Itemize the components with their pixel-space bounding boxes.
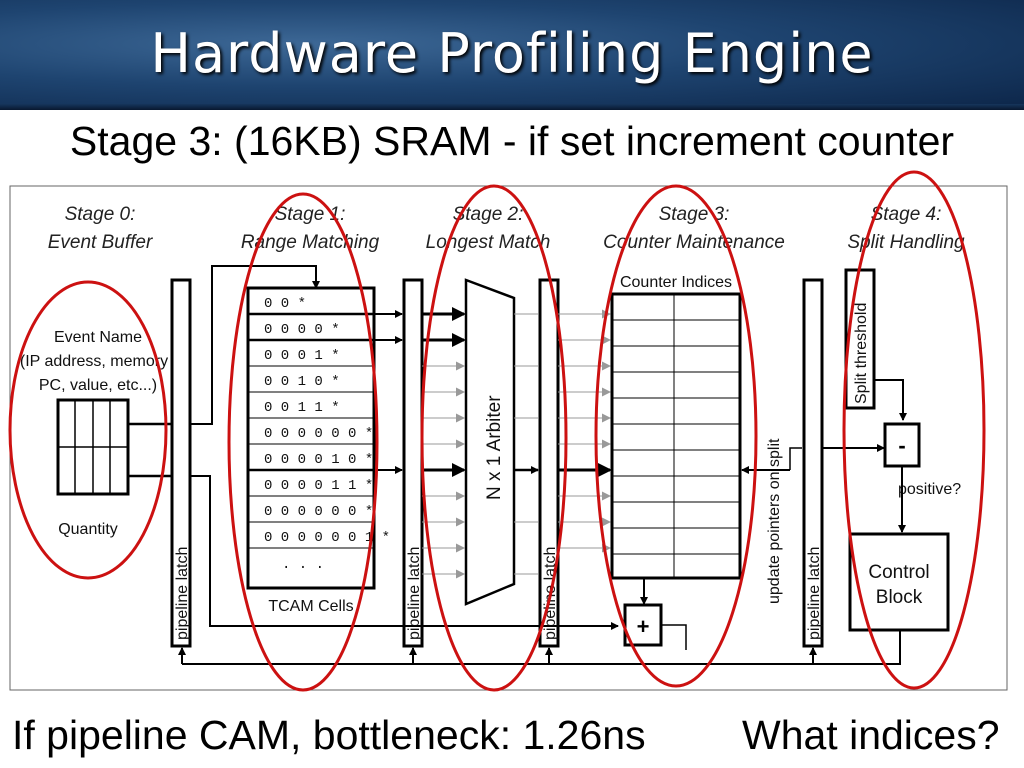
stage-header-4: Stage 4: Split Handling [847,204,965,253]
split-threshold-box: Split threshold [844,268,876,410]
svg-text:0 0 0 0 0 0 *: 0 0 0 0 0 0 * [264,504,373,520]
stage-header-2: Stage 2: Longest Match [426,204,551,253]
positive-label: positive? [898,481,961,498]
highlight-ellipses [8,170,986,692]
svg-text:0 0 0 0 0 0 1 *: 0 0 0 0 0 0 1 * [264,530,390,546]
svg-text:pipeline latch: pipeline latch [406,547,423,640]
pipeline-latch-1: pipeline latch [170,278,192,648]
svg-text:0 0 0 0 1 1 *: 0 0 0 0 1 1 * [264,478,373,494]
svg-text:Stage 4:: Stage 4: [871,204,942,225]
event-name-detail-2: PC, value, etc...) [39,377,157,394]
svg-text:N x 1 Arbiter: N x 1 Arbiter [484,395,505,500]
svg-text:0 0 0 0 1 0 *: 0 0 0 0 1 0 * [264,452,373,468]
svg-text:+: + [637,614,650,639]
stage-header-0: Stage 0: Event Buffer [48,204,153,253]
arbiter-outputs [514,313,538,575]
svg-text:0 0 1 0 *: 0 0 1 0 * [264,374,340,390]
svg-text:-: - [898,433,905,458]
svg-text:0 0 *: 0 0 * [264,296,306,312]
svg-text:Split threshold: Split threshold [853,303,870,404]
event-buffer-table [56,398,130,496]
svg-text:pipeline latch: pipeline latch [174,547,191,640]
slide-subtitle: Stage 3: (16KB) SRAM - if set increment … [69,118,955,164]
title-banner [0,0,1024,110]
svg-text:Stage 0:: Stage 0: [65,204,136,225]
svg-text:Block: Block [876,587,923,608]
svg-text:Stage 3:: Stage 3: [659,204,730,225]
slide-title: Hardware Profiling Engine [150,22,874,85]
highlight-stage-4 [842,170,986,690]
update-pointers-label: update pointers on split [766,438,783,604]
svg-text:Longest Match: Longest Match [426,232,551,253]
event-name-label: Event Name [54,329,142,346]
svg-text:0 0 1 1 *: 0 0 1 1 * [264,400,340,416]
pipeline-latch-2: pipeline latch [402,278,424,648]
svg-text:. . .: . . . [282,557,324,573]
tcam-cells: 0 0 * 0 0 0 0 * 0 0 0 1 * 0 0 1 0 * 0 0 … [246,286,390,590]
tcam-label: TCAM Cells [268,598,353,615]
highlight-stage-3 [594,184,758,688]
svg-text:0 0 0 0 *: 0 0 0 0 * [264,322,340,338]
stage-header-3: Stage 3: Counter Maintenance [603,204,785,253]
arbiter: N x 1 Arbiter [464,278,516,606]
svg-text:Stage 2:: Stage 2: [453,204,524,225]
footer-question: What indices? [742,712,1000,758]
pipeline-latch-4: pipeline latch [802,278,824,648]
counter-table [610,292,742,580]
footer-bottleneck: If pipeline CAM, bottleneck: 1.26ns [12,712,646,758]
svg-text:Stage 1:: Stage 1: [275,204,346,225]
svg-text:Control: Control [868,562,929,583]
svg-text:pipeline latch: pipeline latch [806,547,823,640]
highlight-stage-1 [227,192,379,692]
svg-text:Event Buffer: Event Buffer [48,232,153,253]
event-name-detail-1: (IP address, memory [20,353,168,370]
pipeline-latch-3: pipeline latch [538,278,560,648]
quantity-label: Quantity [58,521,118,538]
svg-text:0 0 0 1 *: 0 0 0 1 * [264,348,340,364]
highlight-stage-2 [420,184,568,692]
subtract-box: - [883,422,921,468]
svg-text:Split Handling: Split Handling [847,232,965,253]
svg-text:0 0 0 0 0 0 *: 0 0 0 0 0 0 * [264,426,373,442]
counter-indices-label: Counter Indices [620,274,732,291]
counter-inputs [558,309,611,553]
highlight-stage-0 [8,280,168,580]
svg-text:Counter Maintenance: Counter Maintenance [603,232,785,253]
